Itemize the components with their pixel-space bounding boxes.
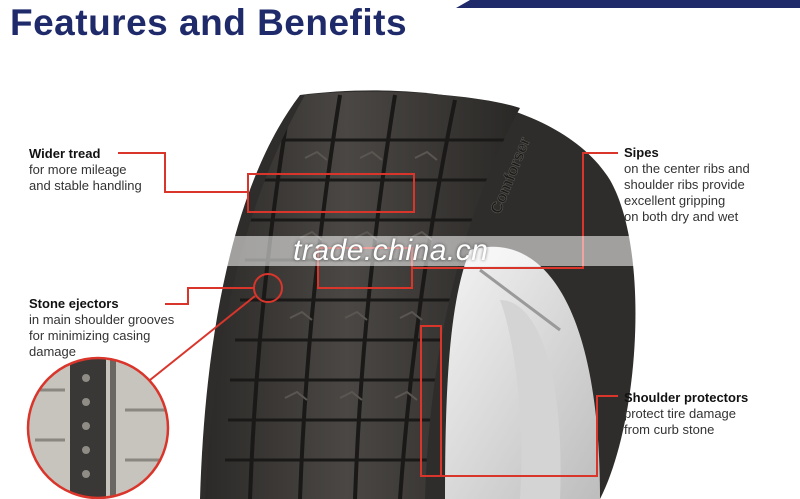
stone-ejector-marker: [253, 273, 283, 303]
watermark-band: trade.china.cn: [225, 234, 800, 267]
feature-heading: Stone ejectors: [29, 296, 119, 311]
feature-desc-line: on both dry and wet: [624, 209, 739, 224]
feature-desc-line: on the center ribs and: [624, 161, 750, 176]
header-accent-bar: [456, 0, 800, 8]
feature-desc-line: damage: [29, 344, 76, 359]
feature-desc-line: for minimizing casing: [29, 328, 151, 343]
tire-tread: [205, 91, 520, 499]
watermark-text: trade.china.cn: [293, 234, 489, 267]
feature-sipes: Sipes on the center ribs and shoulder ri…: [624, 145, 794, 225]
feature-heading: Shoulder protectors: [624, 390, 749, 405]
feature-heading: Sipes: [624, 145, 659, 160]
feature-desc-line: shoulder ribs provide: [624, 177, 745, 192]
wider-tread-box: [247, 173, 415, 213]
page-title: Features and Benefits: [10, 2, 408, 43]
wider-tread-leader: [118, 152, 248, 193]
shoulder-protectors-box: [420, 325, 442, 477]
feature-desc-line: and stable handling: [29, 178, 142, 193]
feature-stone-ejectors: Stone ejectors in main shoulder grooves …: [29, 296, 214, 360]
sipes-leader: [412, 152, 618, 269]
feature-desc-line: in main shoulder grooves: [29, 312, 175, 327]
stone-ejector-zoom-inset: [26, 356, 170, 499]
shoulder-protectors-leader: [441, 395, 618, 477]
feature-desc-line: excellent gripping: [624, 193, 726, 208]
feature-heading: Wider tread: [29, 146, 101, 161]
stone-ejectors-leader: [165, 287, 255, 305]
feature-desc-line: from curb stone: [624, 422, 715, 437]
feature-desc-line: protect tire damage: [624, 406, 737, 421]
feature-shoulder-protectors: Shoulder protectors protect tire damage …: [624, 390, 794, 438]
feature-wider-tread: Wider tread for more mileage and stable …: [29, 146, 179, 194]
feature-desc-line: for more mileage: [29, 162, 127, 177]
zoom-connector: [149, 295, 256, 381]
